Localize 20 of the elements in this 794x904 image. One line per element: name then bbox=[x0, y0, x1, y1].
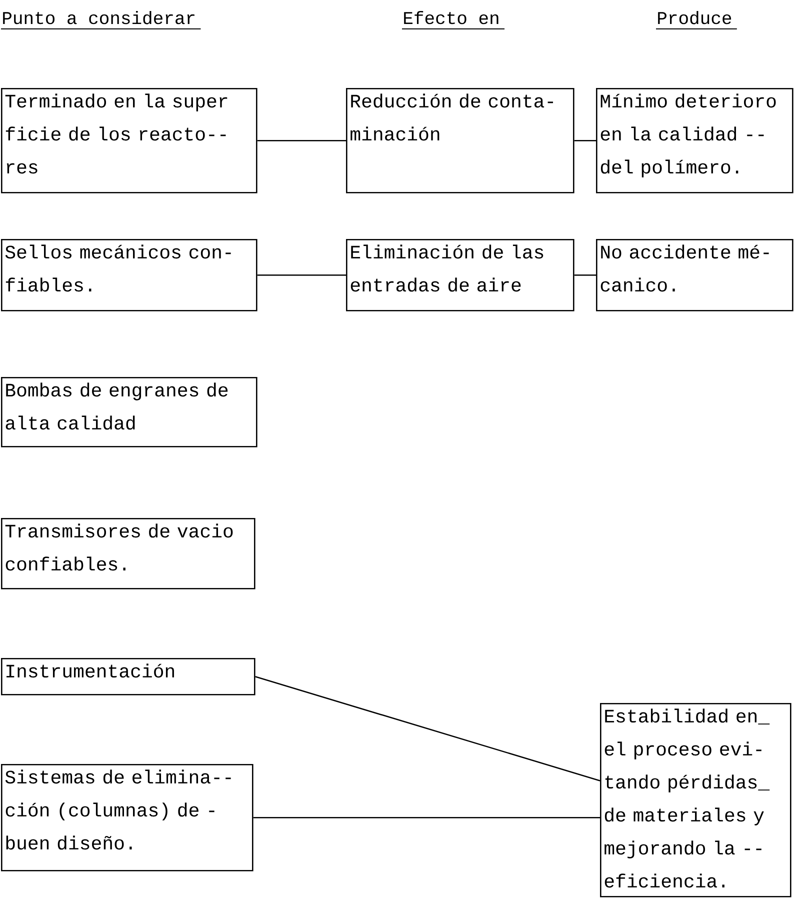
text-box: Estabilidad en_ el proceso evi- tando pérdidas_ de materiales y mejorando la -- eficiencia. bbox=[600, 703, 792, 898]
text-box: Sistemas de elimina-- ción (columnas) de - buen diseño. bbox=[1, 764, 254, 872]
connector-line bbox=[255, 676, 600, 782]
text-box: No accidente mé- canico. bbox=[596, 239, 794, 312]
text-box: Reducción de conta- minación bbox=[346, 88, 574, 194]
text-box: Mínimo deterioro en la calidad -- del polímero. bbox=[596, 88, 794, 194]
column-heading: Efecto en bbox=[402, 10, 506, 30]
connector-line bbox=[257, 140, 346, 142]
column-heading: Punto a considerar bbox=[0, 10, 202, 30]
column-heading: Produce bbox=[656, 10, 738, 30]
text-box: Transmisores de vacio confiables. bbox=[1, 518, 256, 590]
connector-line bbox=[574, 140, 596, 142]
text-box: Terminado en la super ficie de los reacto-- res bbox=[1, 88, 258, 194]
text-box: Eliminación de las entradas de aire bbox=[346, 239, 574, 312]
connector-line bbox=[257, 274, 346, 276]
connector-line bbox=[253, 817, 600, 818]
text-box: Instrumentación bbox=[1, 658, 256, 696]
text-box: Bombas de engranes de alta calidad bbox=[1, 377, 258, 448]
text-box: Sellos mecánicos con- fiables. bbox=[1, 239, 258, 312]
connector-line bbox=[574, 274, 596, 276]
